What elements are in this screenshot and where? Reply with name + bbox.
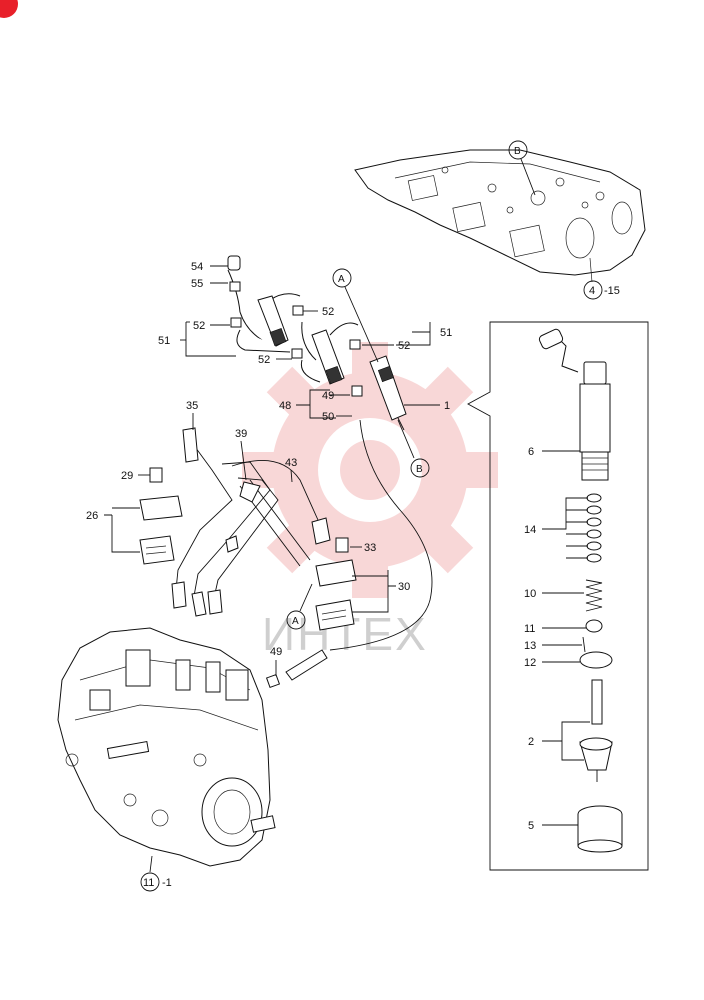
label-10: 10 xyxy=(524,588,536,600)
retaining-nut-5 xyxy=(577,805,623,853)
label-26: 26 xyxy=(86,510,98,522)
svg-text:A: A xyxy=(338,274,345,285)
label-6: 6 xyxy=(528,446,534,458)
injector-middle xyxy=(311,329,345,385)
label-51-b: 51 xyxy=(440,327,452,339)
injector-detail-box xyxy=(467,321,649,871)
cylinder-head xyxy=(354,149,646,283)
high-pressure-pipes xyxy=(171,427,331,617)
pump-reference: 11 -1 xyxy=(140,872,172,892)
shims-14 xyxy=(586,493,602,563)
label-1: 1 xyxy=(444,400,450,412)
nozzle-holder-6 xyxy=(538,328,611,481)
label-39: 39 xyxy=(235,428,247,440)
watermark-logo xyxy=(242,342,498,598)
pin-13 xyxy=(582,636,586,653)
pipe-clamp-26 xyxy=(139,467,183,565)
svg-text:4: 4 xyxy=(589,285,595,297)
nozzle-2 xyxy=(579,679,613,782)
label-30: 30 xyxy=(398,581,410,593)
label-48: 48 xyxy=(279,400,291,412)
label-2: 2 xyxy=(528,736,534,748)
svg-text:B: B xyxy=(514,146,521,157)
label-55: 55 xyxy=(191,278,203,290)
label-51-a: 51 xyxy=(158,335,170,347)
corner-mark xyxy=(0,0,18,18)
label-50: 50 xyxy=(322,411,334,423)
leak-return-hose xyxy=(329,419,433,651)
injector-right xyxy=(369,355,407,431)
injection-pump xyxy=(57,627,276,873)
leader-lines xyxy=(104,265,590,826)
pipe-clamp-30 xyxy=(315,537,357,631)
washer-49-lower xyxy=(265,673,281,689)
label-14: 14 xyxy=(524,524,536,536)
label-49-b: 49 xyxy=(270,646,282,658)
label-43: 43 xyxy=(285,457,297,469)
label-52-c: 52 xyxy=(258,354,270,366)
label-54: 54 xyxy=(191,261,203,273)
label-49-a: 49 xyxy=(322,390,334,402)
svg-text:11: 11 xyxy=(143,877,154,889)
spring-seat-11 xyxy=(585,619,603,633)
label-52-d: 52 xyxy=(398,340,410,352)
label-13: 13 xyxy=(524,640,536,652)
svg-text:-1: -1 xyxy=(162,877,172,889)
spring-10 xyxy=(585,579,603,612)
callout-a-bottom: A xyxy=(286,583,313,630)
leak-return-hose-end xyxy=(285,649,328,681)
distance-piece-12 xyxy=(579,651,613,669)
callout-b-top: B xyxy=(508,140,536,196)
label-5: 5 xyxy=(528,820,534,832)
label-52-a: 52 xyxy=(193,320,205,332)
leak-off-pipes xyxy=(227,255,363,397)
label-12: 12 xyxy=(524,657,536,669)
label-33: 33 xyxy=(364,542,376,554)
svg-text:-15: -15 xyxy=(604,285,620,297)
label-52-b: 52 xyxy=(322,306,334,318)
svg-text:B: B xyxy=(416,464,423,475)
label-35: 35 xyxy=(186,400,198,412)
callout-a-top: A xyxy=(332,268,379,363)
head-reference: 4 -15 xyxy=(583,280,620,300)
injector-left xyxy=(257,295,289,347)
svg-text:A: A xyxy=(292,616,299,627)
label-29: 29 xyxy=(121,470,133,482)
label-11: 11 xyxy=(524,623,535,635)
callout-b-bottom: B xyxy=(397,419,430,478)
